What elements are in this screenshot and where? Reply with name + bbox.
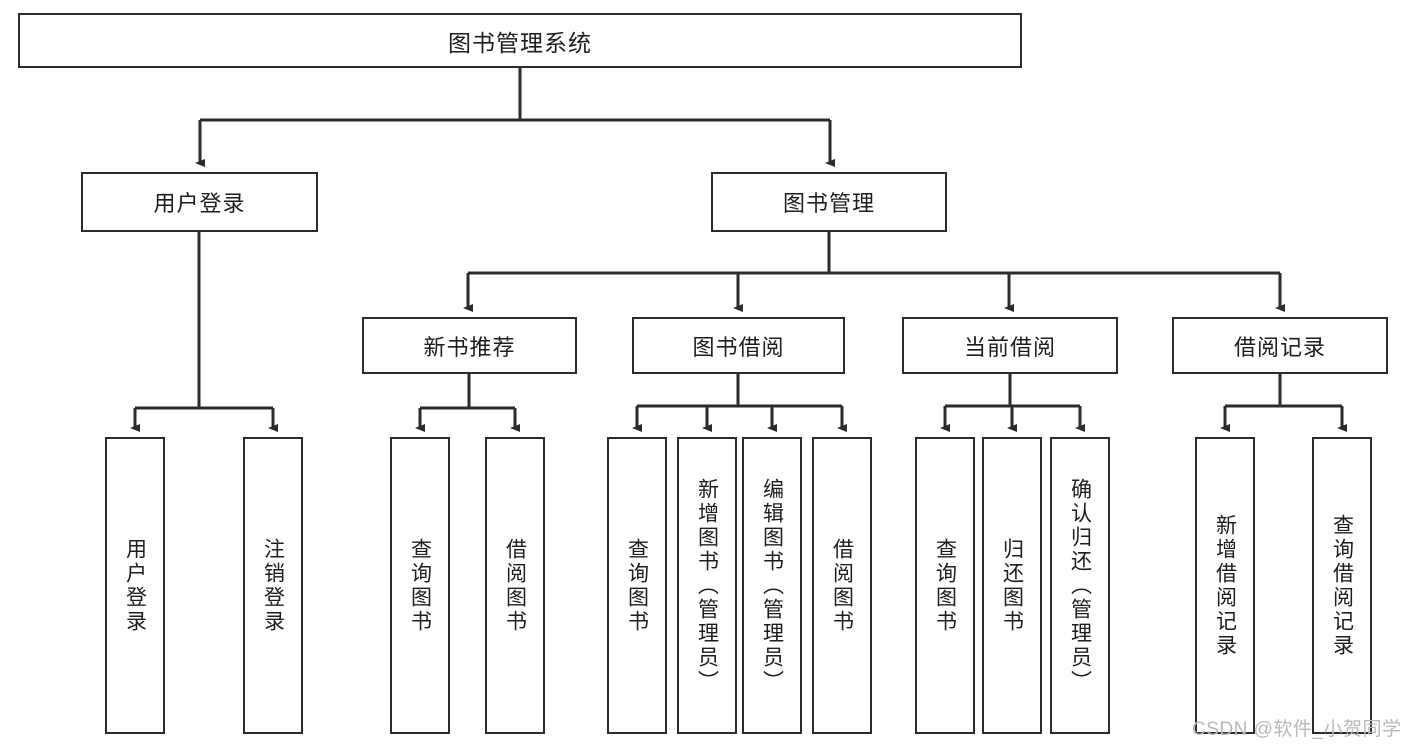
node-leaf-query-borrow-record-label: 查询借阅记录 — [1330, 513, 1354, 658]
node-leaf-user-logout-label: 注销登录 — [261, 537, 285, 634]
node-leaf-edit-book[interactable]: 编辑图书（管理员） — [742, 437, 802, 734]
node-borrow-record-label: 借阅记录 — [1233, 334, 1326, 360]
node-leaf-confirm-return[interactable]: 确认归还（管理员） — [1050, 437, 1110, 734]
node-leaf-query-borrow-record[interactable]: 查询借阅记录 — [1312, 437, 1372, 734]
node-new-book-recommend-label: 新书推荐 — [423, 334, 516, 360]
node-leaf-edit-book-label: 编辑图书（管理员） — [760, 477, 784, 694]
node-leaf-confirm-return-label: 确认归还（管理员） — [1068, 477, 1092, 694]
node-leaf-return-book[interactable]: 归还图书 — [982, 437, 1042, 734]
node-root-label: 图书管理系统 — [448, 29, 592, 56]
node-leaf-user-login[interactable]: 用户登录 — [105, 437, 165, 734]
node-book-borrow-label: 图书借阅 — [692, 334, 785, 360]
node-leaf-borrow-book-recommend[interactable]: 借阅图书 — [485, 437, 545, 734]
node-current-borrow[interactable]: 当前借阅 — [902, 317, 1118, 374]
node-borrow-record[interactable]: 借阅记录 — [1172, 317, 1388, 374]
node-book-borrow[interactable]: 图书借阅 — [632, 317, 845, 374]
node-leaf-query-book-recommend[interactable]: 查询图书 — [390, 437, 450, 734]
node-leaf-user-login-label: 用户登录 — [123, 537, 147, 634]
node-leaf-query-book[interactable]: 查询图书 — [607, 437, 667, 734]
node-user-login-label: 用户登录 — [153, 191, 246, 216]
node-leaf-query-book-current[interactable]: 查询图书 — [915, 437, 975, 734]
node-new-book-recommend[interactable]: 新书推荐 — [362, 317, 577, 374]
node-leaf-borrow-book-label: 借阅图书 — [830, 537, 854, 634]
node-user-login[interactable]: 用户登录 — [81, 172, 318, 232]
node-leaf-add-book-label: 新增图书（管理员） — [695, 477, 719, 694]
node-leaf-query-book-current-label: 查询图书 — [933, 537, 957, 634]
node-leaf-borrow-book-recommend-label: 借阅图书 — [503, 537, 527, 634]
node-leaf-return-book-label: 归还图书 — [1000, 537, 1024, 634]
node-leaf-add-book[interactable]: 新增图书（管理员） — [677, 437, 737, 734]
node-leaf-user-logout[interactable]: 注销登录 — [243, 437, 303, 734]
node-leaf-add-borrow-record[interactable]: 新增借阅记录 — [1195, 437, 1255, 734]
node-current-borrow-label: 当前借阅 — [963, 334, 1056, 360]
node-leaf-query-book-recommend-label: 查询图书 — [408, 537, 432, 634]
node-root[interactable]: 图书管理系统 — [18, 13, 1022, 68]
node-leaf-add-borrow-record-label: 新增借阅记录 — [1213, 513, 1237, 658]
node-book-manage[interactable]: 图书管理 — [711, 172, 947, 232]
node-leaf-borrow-book[interactable]: 借阅图书 — [812, 437, 872, 734]
node-book-manage-label: 图书管理 — [782, 191, 875, 216]
node-leaf-query-book-label: 查询图书 — [625, 537, 649, 634]
csdn-watermark: CSDN @软件_小贺同学 — [1192, 719, 1402, 740]
